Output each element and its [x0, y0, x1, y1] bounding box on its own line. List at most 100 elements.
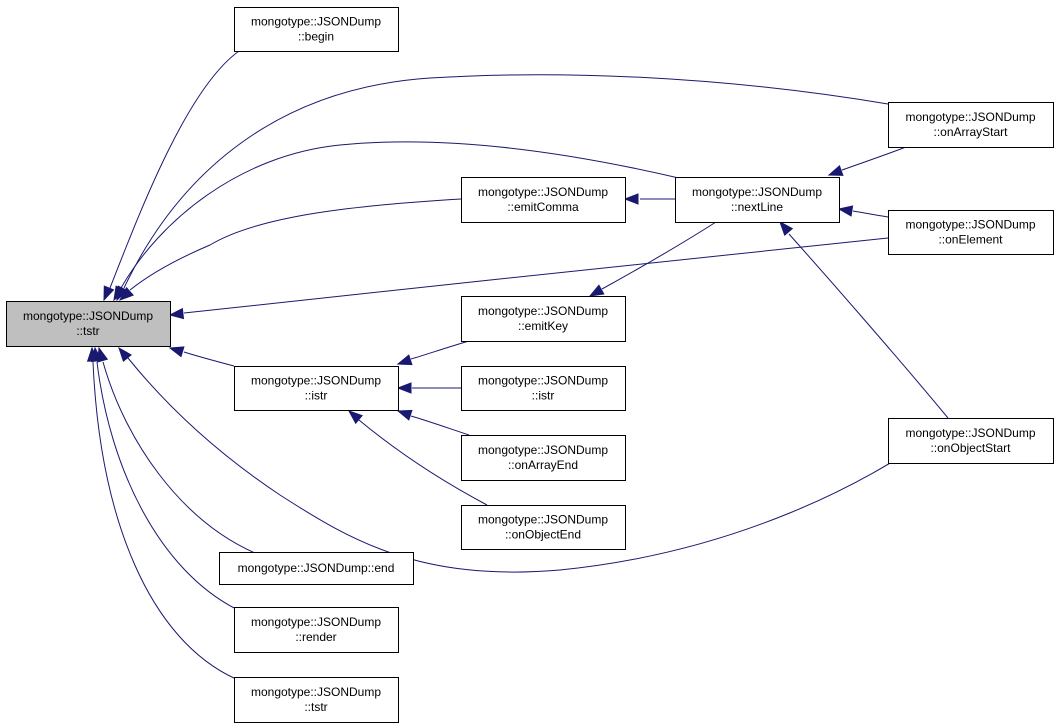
edge-line: [120, 141, 684, 289]
edge-line: [358, 419, 488, 506]
node-label-line: mongotype::JSONDump: [905, 426, 1035, 440]
arrowhead: [396, 382, 412, 394]
node-label-line: ::istr: [305, 389, 328, 403]
edge-line: [123, 74, 889, 289]
arrowhead: [827, 165, 844, 176]
edge-line: [96, 361, 237, 610]
edge-line: [127, 357, 931, 573]
node-label-line: mongotype::JSONDump: [478, 513, 608, 527]
node-emitKey[interactable]: mongotype::JSONDump::emitKey: [461, 296, 626, 342]
edge-nextLine-to-emitComma: [623, 193, 675, 205]
node-box[interactable]: [461, 296, 626, 342]
arrowhead: [118, 346, 132, 363]
node-label-line: ::onArrayEnd: [508, 458, 578, 472]
arrowhead: [779, 220, 794, 236]
node-label-line: mongotype::JSONDump::end: [238, 561, 395, 575]
node-end[interactable]: mongotype::JSONDump::end: [219, 552, 414, 585]
edge-line: [102, 361, 256, 554]
node-box[interactable]: [234, 677, 399, 723]
edge-begin-to-tstr_main: [103, 48, 243, 302]
edge-nextLine-to-tstr_main: [113, 141, 684, 302]
edge-line: [129, 198, 462, 291]
node-tstr_sub[interactable]: mongotype::JSONDump::tstr: [234, 677, 399, 723]
nodes-layer: mongotype::JSONDump::tstrmongotype::JSON…: [6, 7, 1054, 723]
edge-onObjectStart-to-nextLine: [779, 220, 949, 419]
node-box[interactable]: [234, 7, 399, 52]
arrowhead: [396, 409, 413, 421]
arrowhead: [86, 346, 99, 362]
node-label-line: mongotype::JSONDump: [251, 15, 381, 29]
arrowhead: [118, 286, 134, 301]
arrowhead: [168, 346, 185, 358]
node-label-line: ::tstr: [76, 324, 99, 338]
edge-istr_sub-to-istr_main: [396, 382, 461, 394]
node-label-line: ::tstr: [304, 700, 327, 714]
edge-onObjectEnd-to-istr_main: [347, 410, 488, 506]
node-render[interactable]: mongotype::JSONDump::render: [234, 607, 399, 653]
node-nextLine[interactable]: mongotype::JSONDump::nextLine: [675, 177, 840, 223]
edge-line: [183, 351, 235, 367]
node-label-line: ::onObjectEnd: [505, 528, 581, 542]
node-label-line: mongotype::JSONDump: [251, 615, 381, 629]
edge-line: [183, 237, 889, 314]
edge-nextLine-to-emitKey: [588, 221, 717, 297]
edge-line: [109, 48, 243, 289]
edge-tstr_sub-to-tstr_main: [86, 346, 237, 680]
node-box[interactable]: [461, 177, 626, 223]
node-box[interactable]: [6, 301, 171, 347]
arrowhead: [623, 193, 639, 205]
node-istr_sub[interactable]: mongotype::JSONDump::istr: [461, 366, 626, 411]
node-box[interactable]: [888, 102, 1054, 148]
node-label-line: ::onObjectStart: [930, 441, 1011, 455]
node-label-line: mongotype::JSONDump: [905, 110, 1035, 124]
edge-line: [601, 221, 717, 290]
node-label-line: ::emitComma: [507, 200, 579, 214]
node-onArrayEnd[interactable]: mongotype::JSONDump::onArrayEnd: [461, 435, 626, 481]
node-box[interactable]: [219, 552, 414, 585]
node-label-line: mongotype::JSONDump: [905, 218, 1035, 232]
edges-layer: [86, 48, 949, 680]
node-box[interactable]: [461, 435, 626, 481]
edge-line: [788, 233, 949, 419]
node-onObjectEnd[interactable]: mongotype::JSONDump::onObjectEnd: [461, 505, 626, 550]
node-label-line: mongotype::JSONDump: [478, 443, 608, 457]
node-label-line: mongotype::JSONDump: [251, 685, 381, 699]
node-label-line: ::begin: [298, 30, 334, 44]
arrowhead: [588, 284, 605, 297]
node-begin[interactable]: mongotype::JSONDump::begin: [234, 7, 399, 52]
node-istr_main[interactable]: mongotype::JSONDump::istr: [234, 366, 399, 411]
arrowhead: [837, 205, 854, 217]
edge-emitKey-to-istr_main: [396, 340, 470, 366]
node-box[interactable]: [461, 366, 626, 411]
arrowhead: [103, 285, 115, 302]
node-label-line: ::render: [295, 630, 336, 644]
node-box[interactable]: [461, 505, 626, 550]
arrowhead: [168, 307, 185, 320]
node-box[interactable]: [888, 418, 1054, 464]
node-label-line: ::istr: [532, 389, 555, 403]
node-onElement[interactable]: mongotype::JSONDump::onElement: [888, 210, 1054, 255]
node-tstr_main[interactable]: mongotype::JSONDump::tstr: [6, 301, 171, 347]
node-emitComma[interactable]: mongotype::JSONDump::emitComma: [461, 177, 626, 223]
edge-onObjectStart-to-tstr_main: [118, 346, 931, 573]
edge-onArrayEnd-to-istr_main: [396, 409, 470, 436]
node-label-line: ::onElement: [938, 233, 1003, 247]
edge-line: [410, 415, 470, 436]
node-label-line: mongotype::JSONDump: [478, 374, 608, 388]
node-box[interactable]: [675, 177, 840, 223]
edge-emitComma-to-tstr_main: [118, 198, 462, 301]
node-label-line: mongotype::JSONDump: [23, 309, 153, 323]
node-box[interactable]: [234, 607, 399, 653]
edge-onArrayStart-to-nextLine: [827, 146, 907, 176]
node-label-line: ::onArrayStart: [933, 125, 1008, 139]
node-box[interactable]: [234, 366, 399, 411]
edge-onElement-to-tstr_main: [168, 237, 889, 320]
node-onObjectStart[interactable]: mongotype::JSONDump::onObjectStart: [888, 418, 1054, 464]
edge-line: [852, 210, 889, 218]
node-box[interactable]: [888, 210, 1054, 255]
node-label-line: ::emitKey: [518, 319, 568, 333]
arrowhead: [113, 285, 126, 302]
edge-onElement-to-nextLine: [837, 205, 889, 218]
node-onArrayStart[interactable]: mongotype::JSONDump::onArrayStart: [888, 102, 1054, 148]
edge-line: [410, 340, 470, 360]
